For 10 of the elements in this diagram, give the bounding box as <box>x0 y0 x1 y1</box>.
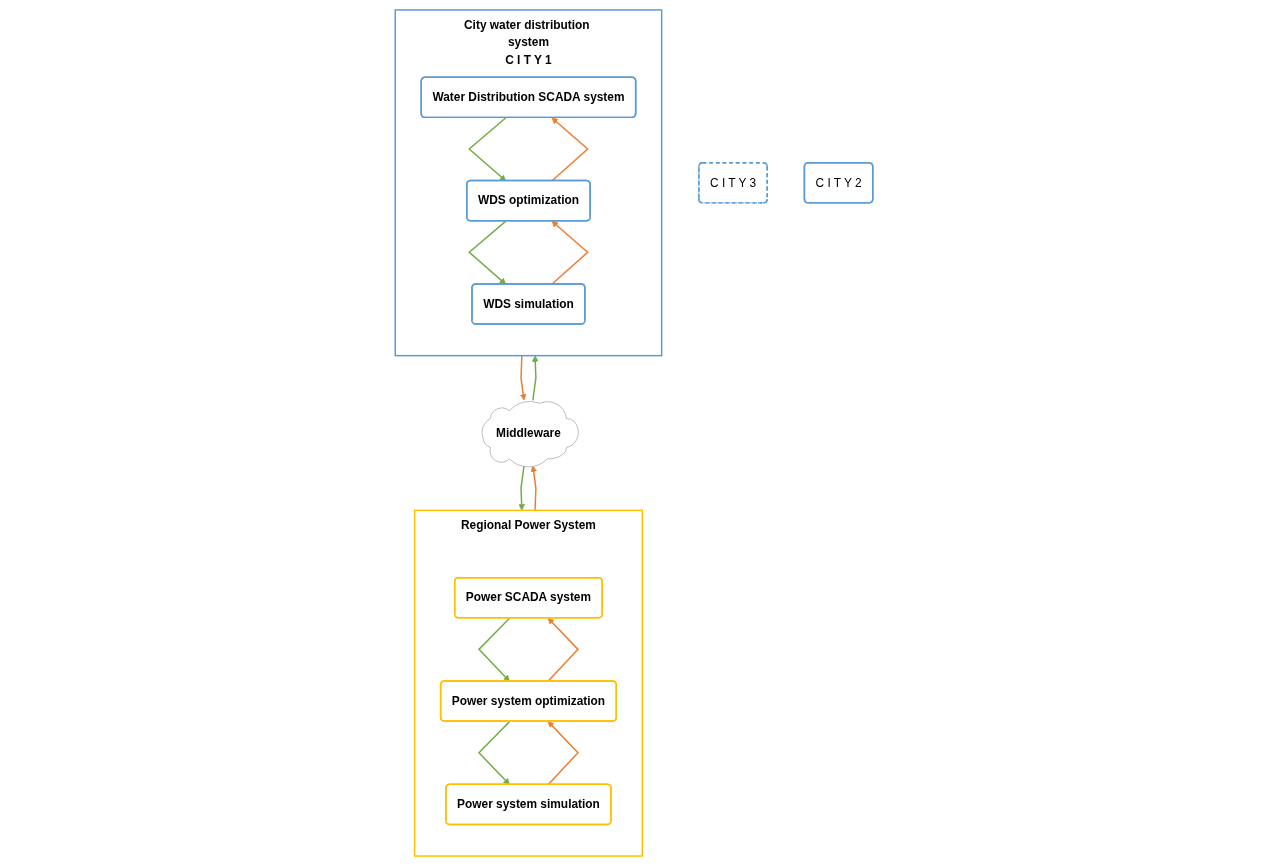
arrow <box>477 720 511 785</box>
arrow <box>547 721 579 786</box>
arrow <box>530 465 537 512</box>
arrow <box>532 355 539 401</box>
arrow <box>518 465 525 511</box>
arrow <box>551 117 589 182</box>
arrow <box>468 117 507 182</box>
arrow <box>477 617 511 682</box>
arrow <box>468 220 507 285</box>
arrow <box>520 354 527 401</box>
